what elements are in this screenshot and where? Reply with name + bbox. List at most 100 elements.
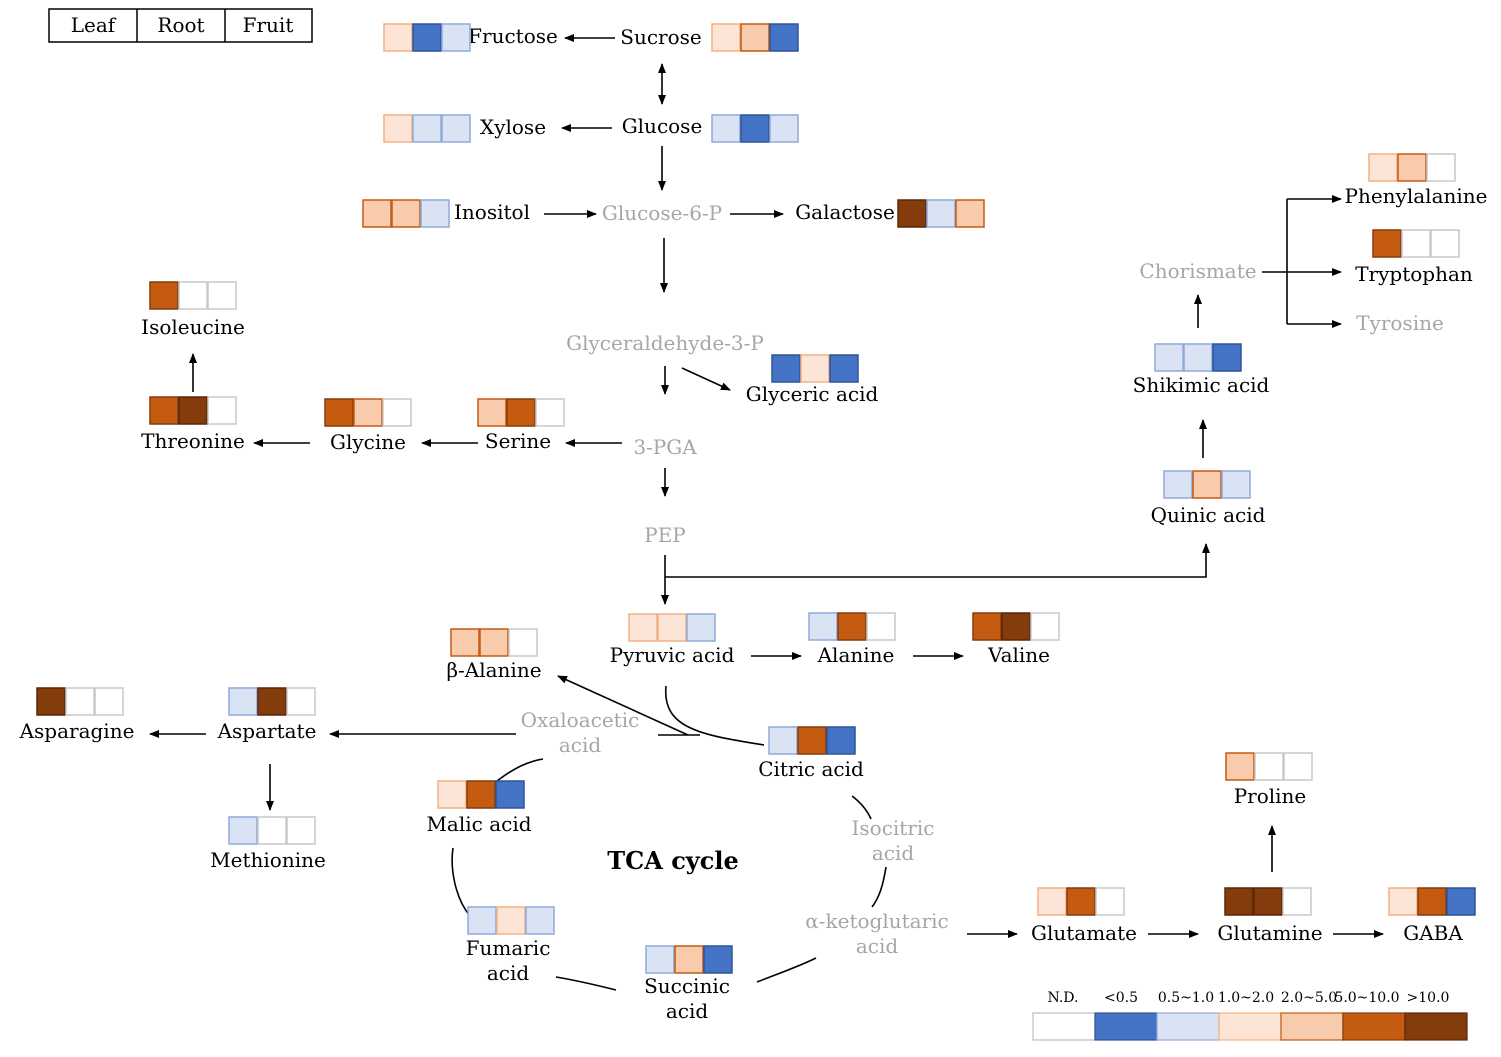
metabolite-label-proline: Proline [1234,784,1307,808]
heat-cell-valine-root [1001,612,1031,641]
heat-cell-threonine-leaf [149,396,179,425]
heat-cell-gaba-leaf [1388,887,1418,916]
metabolite-label-aspartate: Aspartate [217,719,317,743]
scale-label-r05_10: 0.5~1.0 [1158,990,1214,1006]
heat-cell-pyruvic-fruit [686,613,716,642]
heat-cell-xylose-root [412,114,442,143]
tca-arc-citric-isocitric [851,795,872,820]
metabolite-label-chorismate: Chorismate [1139,259,1256,283]
metabolite-pep: PEP [644,523,686,547]
metabolite-label-alanine: Alanine [817,643,895,667]
metabolite-threonine: Threonine [141,396,245,453]
metabolite-shikimic: Shikimic acid [1133,343,1270,397]
heat-cell-shikimic-root [1183,343,1213,372]
scale-swatch-r05_10 [1156,1012,1220,1041]
heat-cell-balanine-root [479,628,509,657]
metabolite-label-xylose: Xylose [480,115,546,139]
heat-cell-valine-fruit [1030,612,1060,641]
arrow-g3p-glyceric [681,367,731,391]
metabolite-chorismate: Chorismate [1139,259,1256,283]
heat-cell-glucose-root [740,114,770,143]
heat-cell-glucose-fruit [769,114,799,143]
heat-cell-phenylalanine-root [1397,153,1427,182]
scale-swatch-r50_100 [1342,1012,1406,1041]
heat-cell-asparagine-leaf [36,687,66,716]
tca-arc-malic-oxaloacetic [496,758,544,782]
metabolite-alanine: Alanine [808,612,896,667]
metabolite-label-malic: Malic acid [426,812,531,836]
heat-cell-glutamine-fruit [1282,887,1312,916]
heat-cell-serine-fruit [535,398,565,427]
metabolite-pga3: 3-PGA [633,435,697,459]
heat-cell-xylose-fruit [441,114,471,143]
heat-cell-valine-leaf [972,612,1002,641]
heat-cell-galactose-leaf [897,199,927,228]
metabolite-proline: Proline [1225,752,1313,808]
scale-swatch-nd [1032,1012,1096,1041]
metabolite-asparagine: Asparagine [19,687,134,743]
heat-cell-alanine-leaf [808,612,838,641]
heat-cell-glycine-root [353,398,383,427]
metabolite-citric: Citric acid [758,726,864,781]
heat-cell-tryptophan-root [1401,229,1431,258]
heat-cell-inositol-root [391,199,421,228]
heat-cell-malic-root [466,780,496,809]
heat-cell-gaba-fruit [1446,887,1476,916]
heat-cell-galactose-root [926,199,956,228]
heat-cell-citric-fruit [826,726,856,755]
heat-cell-citric-root [797,726,827,755]
heat-cell-methionine-root [257,816,287,845]
heat-cell-threonine-root [178,396,208,425]
metabolite-label-sucrose: Sucrose [620,25,701,49]
metabolite-balanine: β-Alanine [446,628,542,682]
heat-cell-glutamate-leaf [1037,887,1067,916]
heat-cell-glutamate-root [1066,887,1096,916]
heat-cell-methionine-fruit [286,816,316,845]
metabolite-label-glutamine: Glutamine [1217,921,1322,945]
metabolite-tyrosine: Tyrosine [1356,311,1444,335]
metabolite-isoleucine: Isoleucine [141,281,245,339]
heat-cell-fumaric-leaf [467,906,497,935]
arrow-pep-quinic [665,543,1210,578]
scale-label-r10_20: 1.0~2.0 [1218,990,1274,1006]
metabolite-methionine: Methionine [210,816,326,872]
heat-cell-sucrose-fruit [769,23,799,52]
heat-cell-malic-fruit [495,780,525,809]
heat-cell-aspartate-leaf [228,687,258,716]
metabolite-label-serine: Serine [485,429,551,453]
arrow-to-balanine [557,675,689,736]
metabolite-label-shikimic: Shikimic acid [1133,373,1270,397]
heat-cell-citric-leaf [768,726,798,755]
heat-cell-glutamine-leaf [1224,887,1254,916]
metabolite-glucose6p: Glucose-6-P [602,201,722,225]
tissue-legend-root: Root [157,13,204,37]
tca-arc-fumaric-malic [451,847,471,917]
metabolite-label-glucose6p: Glucose-6-P [602,201,722,225]
scale-label-r50_100: 5.0~10.0 [1334,990,1399,1006]
scale-swatch-r10_20 [1218,1012,1282,1041]
metabolite-label-glycine: Glycine [330,430,406,454]
heat-cell-isoleucine-root [178,281,208,310]
heat-cell-sucrose-leaf [711,23,741,52]
metabolite-label-pga3: 3-PGA [633,435,697,459]
heat-cell-isoleucine-leaf [149,281,179,310]
metabolite-label-threonine: Threonine [141,429,245,453]
metabolite-inositol: Inositol [362,199,530,228]
metabolite-label-phenylalanine: Phenylalanine [1345,184,1488,208]
heat-cell-balanine-leaf [450,628,480,657]
metabolite-label-gaba: GABA [1403,921,1463,945]
metabolite-label-citric: Citric acid [758,757,864,781]
metabolite-phenylalanine: Phenylalanine [1345,153,1488,208]
heat-cell-fructose-fruit [441,23,471,52]
metabolite-label-quinic: Quinic acid [1151,503,1266,527]
